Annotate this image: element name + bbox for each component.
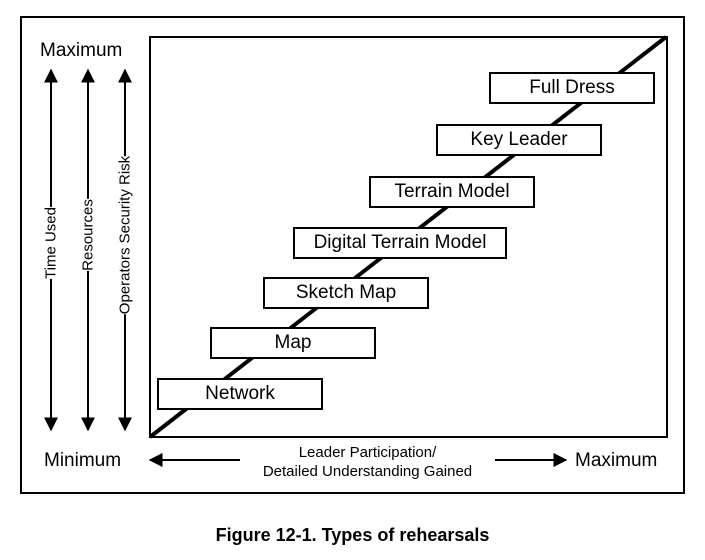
step-full-dress: Full Dress	[489, 72, 655, 104]
diagram-plot-area	[149, 36, 668, 438]
figure-frame	[20, 16, 685, 494]
figure-caption: Figure 12-1. Types of rehearsals	[215, 525, 490, 545]
security-risk-label: Operators Security Risk	[114, 155, 136, 315]
x-axis-label-line1: Leader Participation/	[298, 444, 437, 461]
step-network: Network	[157, 378, 323, 410]
resources-label: Resources	[77, 199, 99, 271]
step-key-leader: Key Leader	[436, 124, 602, 156]
time-used-label: Time Used	[40, 207, 62, 279]
x-axis-label: Leader Participation/ Detailed Understan…	[240, 443, 495, 481]
step-terrain-model: Terrain Model	[369, 176, 535, 208]
step-map: Map	[210, 327, 376, 359]
y-axis-bottom-label: Minimum	[44, 450, 122, 471]
step-sketch-map: Sketch Map	[263, 277, 429, 309]
x-axis-right-label: Maximum	[575, 450, 658, 471]
y-axis-top-label: Maximum	[40, 40, 123, 61]
step-digital-terrain-model: Digital Terrain Model	[293, 227, 507, 259]
x-axis-label-line2: Detailed Understanding Gained	[262, 463, 473, 480]
